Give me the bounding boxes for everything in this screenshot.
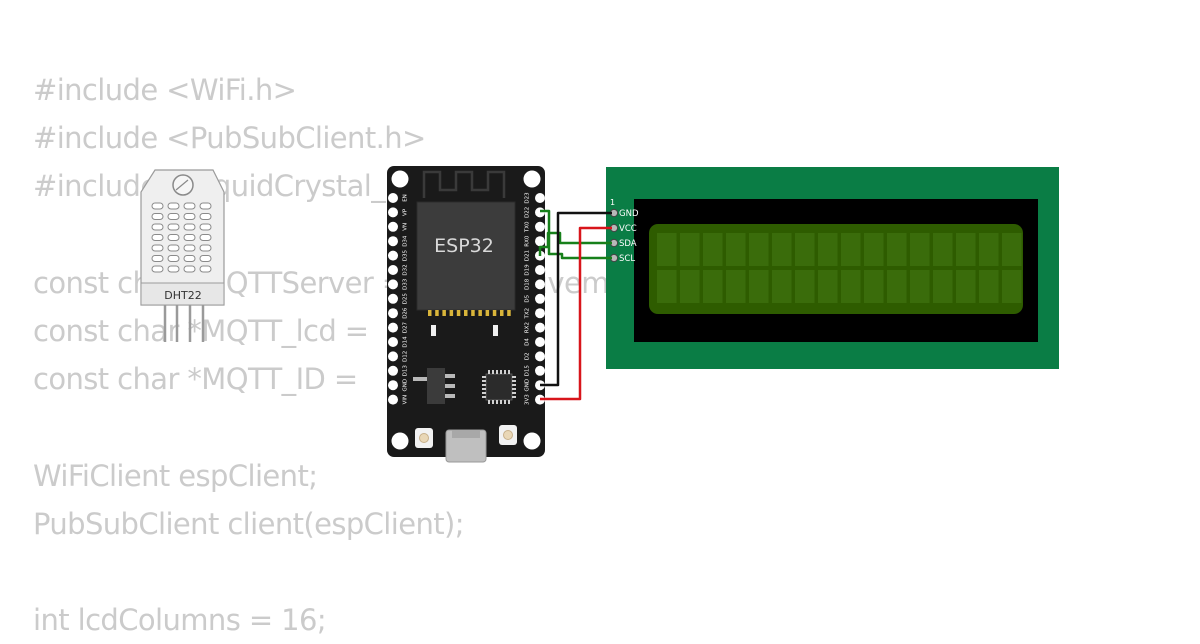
pin-header[interactable] [535, 308, 545, 319]
pin-header[interactable] [535, 279, 545, 290]
pin-header[interactable] [388, 236, 398, 247]
pin-header[interactable] [535, 293, 545, 304]
pin-label: 3V3 [525, 394, 531, 405]
pin-header[interactable] [388, 265, 398, 275]
pin-header[interactable] [388, 293, 398, 304]
code-line: #include <WiFi.h> [33, 73, 297, 107]
pin-header[interactable] [388, 207, 398, 218]
pin-header[interactable] [388, 308, 398, 319]
pin-header[interactable] [535, 207, 545, 218]
wire-sda[interactable] [538, 231, 612, 256]
pin-label: GND [525, 379, 531, 392]
pin-label: VIN [403, 395, 409, 405]
pin-label: D23 [525, 192, 531, 204]
code-line: const char *MQTT_ID = [33, 362, 367, 397]
pin-header[interactable] [535, 193, 545, 203]
circuit-canvas: DHT22 ESP32 [140, 166, 1059, 463]
pin-header[interactable] [388, 279, 398, 290]
esp32-label: ESP32 [434, 235, 494, 257]
pin-label: VP [403, 208, 409, 216]
boot-button[interactable] [415, 428, 433, 448]
pin-label: D18 [525, 278, 531, 290]
pin-header[interactable] [388, 322, 398, 333]
pin-label: D27 [403, 321, 409, 333]
pin-header[interactable] [535, 365, 545, 376]
pin-label: TX0 [525, 221, 531, 233]
pin-label: D22 [525, 207, 531, 218]
pin-label: D13 [403, 365, 409, 377]
mount-hole-icon [523, 432, 541, 450]
usb-bridge-chip [485, 373, 513, 401]
lcd-pin-label: SCL [619, 254, 635, 264]
lcd-pin-label: GND [619, 209, 639, 219]
code-line: PubSubClient client(espClient); [33, 506, 465, 541]
pin-label: RX2 [525, 322, 531, 333]
reset-button[interactable] [499, 425, 517, 445]
pin-label: D25 [403, 293, 409, 305]
pin-label: D14 [403, 336, 409, 348]
pin-label: D34 [403, 235, 409, 247]
pin-label: D35 [403, 249, 409, 261]
pin-header[interactable] [535, 265, 545, 275]
lcd-pin-label: VCC [619, 224, 637, 234]
pin-label: VN [403, 223, 409, 231]
pin-header[interactable] [388, 221, 398, 232]
pin-header[interactable] [388, 394, 398, 405]
pin-label: D5 [525, 294, 531, 302]
pin-header[interactable] [535, 322, 545, 333]
pin-label: D12 [403, 351, 409, 362]
dht22-sensor[interactable]: DHT22 [140, 169, 225, 342]
pin-header[interactable] [535, 337, 545, 347]
lcd-pin-label: SDA [619, 239, 637, 249]
pin-label: D4 [525, 338, 531, 346]
usb-port-icon [445, 429, 487, 463]
pin-header[interactable] [388, 193, 398, 203]
pin-label: RX0 [525, 235, 531, 247]
pin-label: D2 [525, 353, 531, 361]
dht22-label: DHT22 [164, 289, 201, 302]
pin-header[interactable] [535, 236, 545, 247]
mount-hole-icon [391, 170, 409, 188]
wires [538, 209, 612, 401]
pin-label: EN [403, 194, 409, 202]
pin-label: D26 [403, 307, 409, 319]
pin-header[interactable] [388, 365, 398, 376]
pin-label: D33 [403, 278, 409, 290]
mount-hole-icon [172, 174, 194, 196]
pin-label: D21 [525, 250, 531, 261]
pin-header[interactable] [388, 337, 398, 347]
pin-header[interactable] [388, 380, 398, 391]
wire-gnd[interactable] [540, 211, 612, 387]
pin-header[interactable] [388, 351, 398, 362]
pin-label: TX2 [525, 308, 531, 320]
pin-header[interactable] [535, 221, 545, 232]
mount-hole-icon [391, 432, 409, 450]
wire-vcc[interactable] [540, 226, 612, 401]
pin-label: GND [403, 379, 409, 392]
code-line: WiFiClient espClient; [33, 458, 318, 493]
code-line: #include <PubSubClient.h> [33, 121, 426, 156]
pin-header[interactable] [388, 250, 398, 261]
pin-label: D32 [403, 264, 409, 275]
pin-header[interactable] [535, 351, 545, 362]
wire-scl[interactable] [540, 209, 612, 260]
lcd1602-i2c-display[interactable]: 1 GND VCC SDA SCL [606, 167, 1059, 369]
mount-hole-icon [523, 170, 541, 188]
pin-label: D19 [525, 264, 531, 276]
lcd-pin-number: 1 [610, 198, 615, 207]
voltage-regulator [427, 368, 445, 404]
code-line: const char *MQTT_lcd = [33, 313, 378, 348]
pin-label: D15 [525, 365, 531, 377]
